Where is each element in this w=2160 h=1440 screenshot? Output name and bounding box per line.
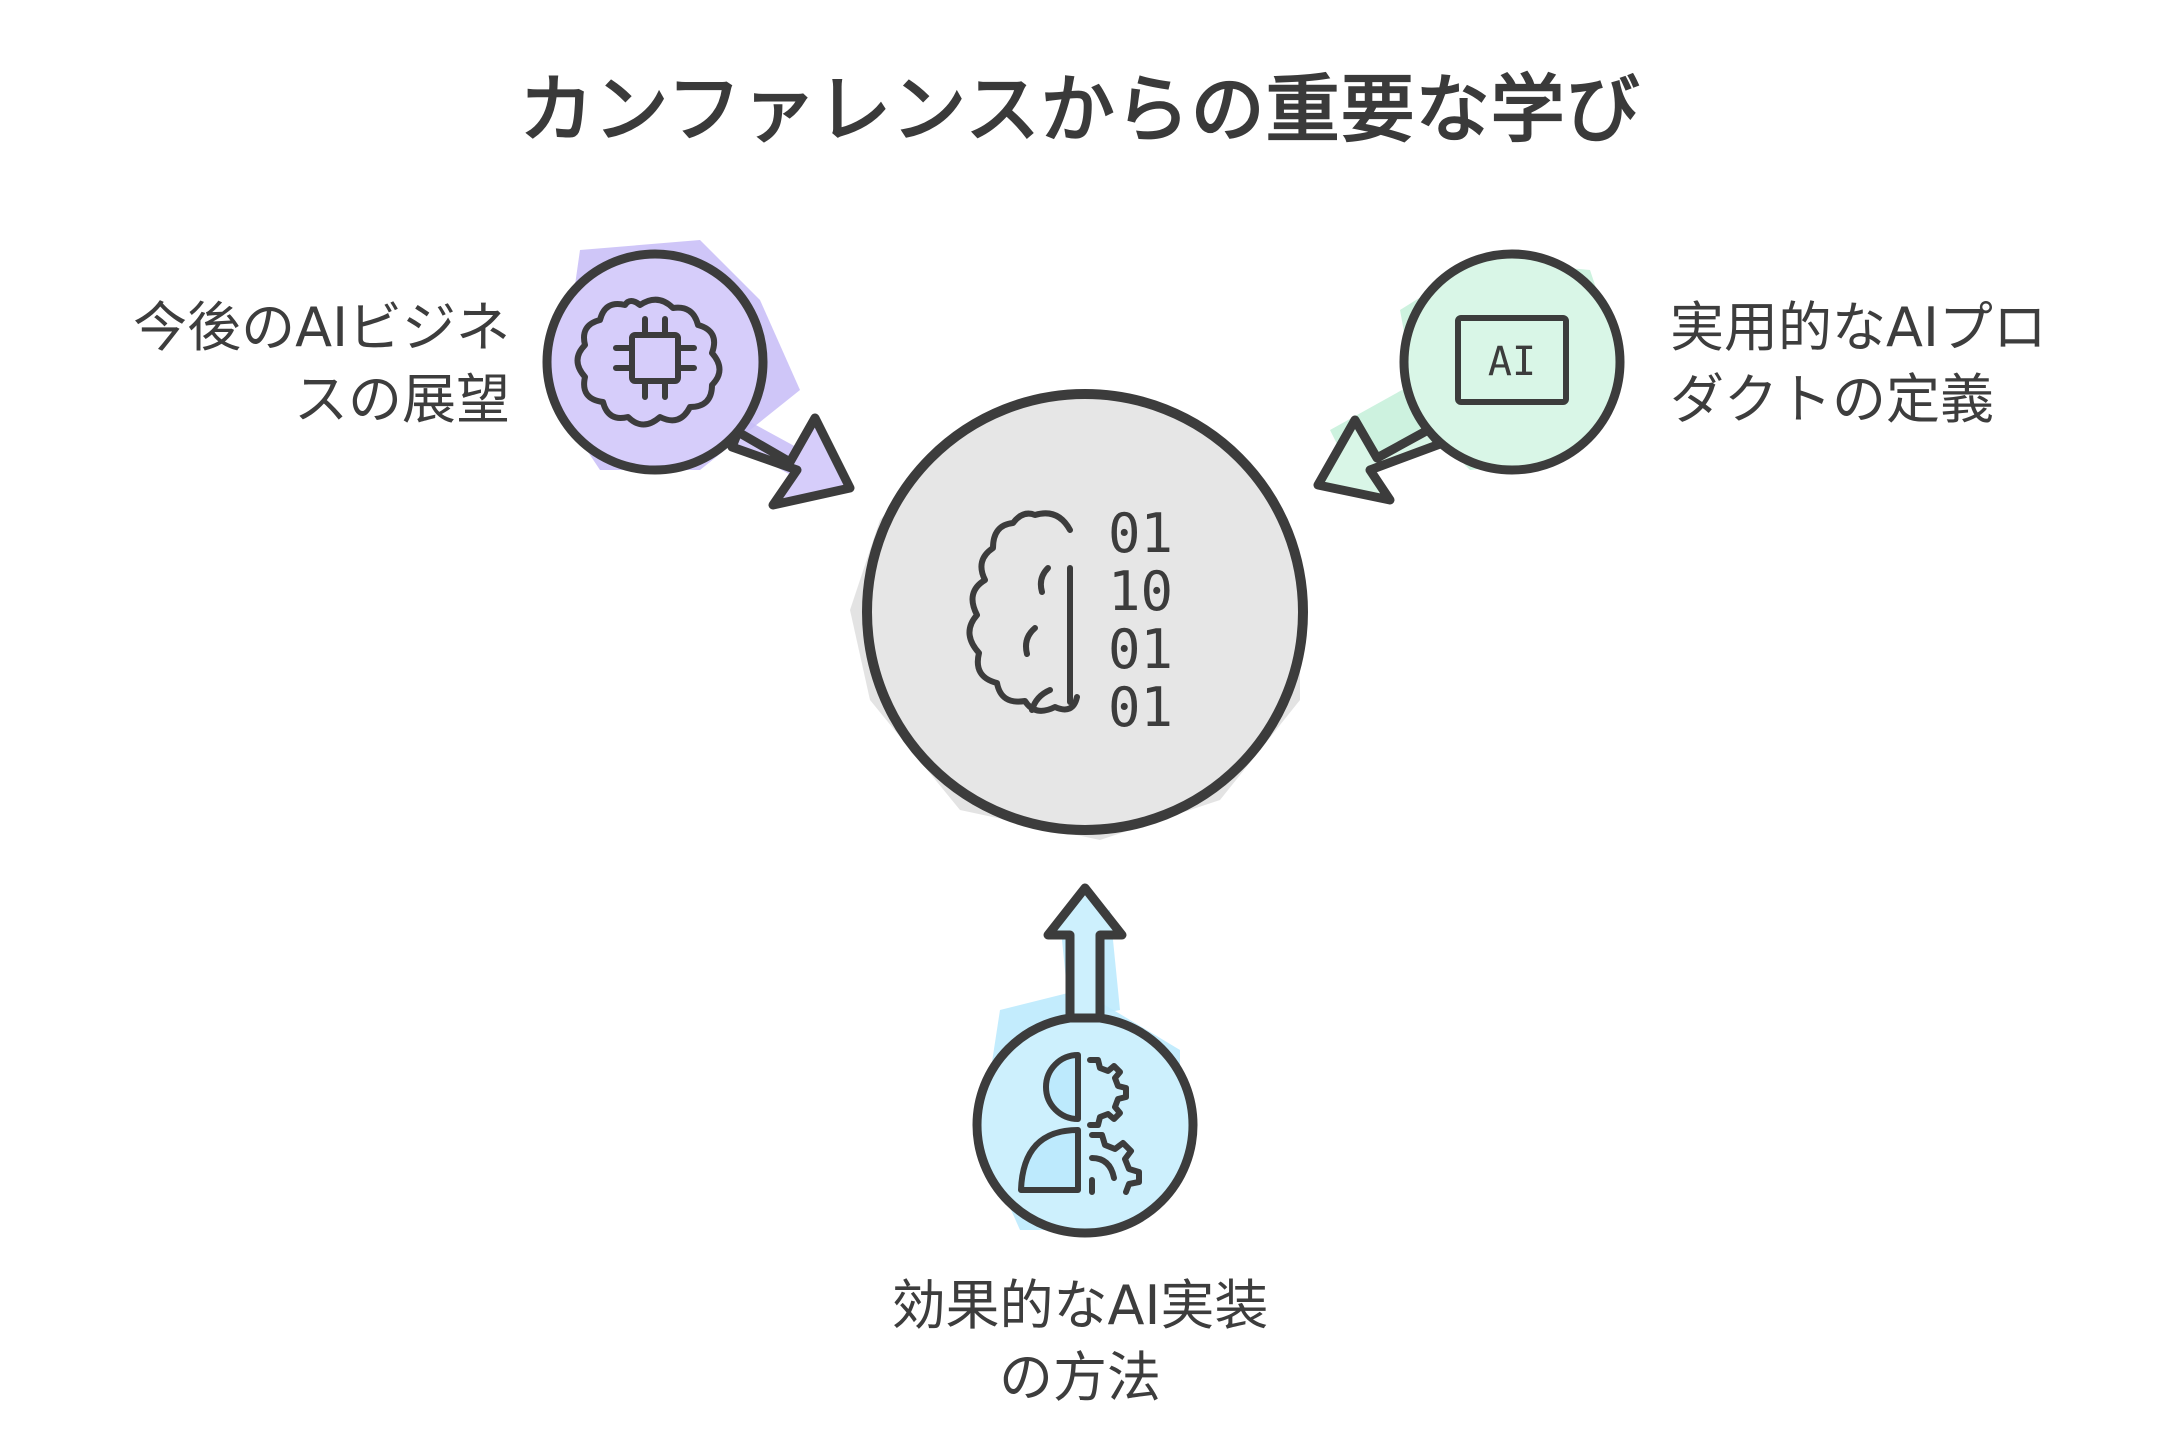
bottom-node-circle (972, 1012, 1198, 1238)
right-node-label: 実用的なAIプロ ダクトの定義 (1670, 292, 2150, 436)
center-node-circle (862, 389, 1308, 835)
binary-row-1: 01 (1108, 502, 1173, 565)
right-node-label-line-2: ダクトの定義 (1670, 368, 1994, 431)
brain-icon (966, 510, 1080, 714)
center-node: 01 10 01 01 (850, 389, 1308, 840)
left-arrow (727, 413, 855, 510)
left-node-label-line-2: スの展望 (294, 368, 510, 431)
diagram-title: カンファレンスからの重要な学び (519, 67, 1641, 153)
bottom-node-label-line-2: の方法 (999, 1346, 1161, 1409)
brain-chip-icon (574, 296, 723, 428)
bottom-node-label-line-1: 効果的なAI実装 (891, 1274, 1269, 1337)
left-node-label: 今後のAIビジネ スの展望 (40, 292, 510, 436)
ai-chip-label: AI (1488, 339, 1536, 385)
right-arrow (1313, 415, 1445, 505)
binary-row-3: 01 (1108, 618, 1173, 681)
binary-row-2: 10 (1108, 560, 1173, 623)
left-node-circle (542, 249, 768, 475)
right-node-label-line-1: 実用的なAIプロ (1670, 296, 2047, 359)
left-node-label-line-1: 今後のAIビジネ (133, 296, 510, 359)
bottom-node (972, 883, 1198, 1238)
bottom-node-label: 効果的なAI実装 の方法 (780, 1270, 1380, 1414)
left-node (542, 240, 855, 510)
binary-digits: 01 10 01 01 (1108, 502, 1173, 739)
ai-chip-icon: AI (1455, 315, 1569, 405)
head-gear-icon (1018, 1052, 1142, 1195)
binary-row-4: 01 (1108, 676, 1173, 739)
bottom-arrow (1043, 883, 1127, 1023)
right-node-circle (1399, 249, 1625, 475)
right-node: AI (1313, 249, 1625, 505)
